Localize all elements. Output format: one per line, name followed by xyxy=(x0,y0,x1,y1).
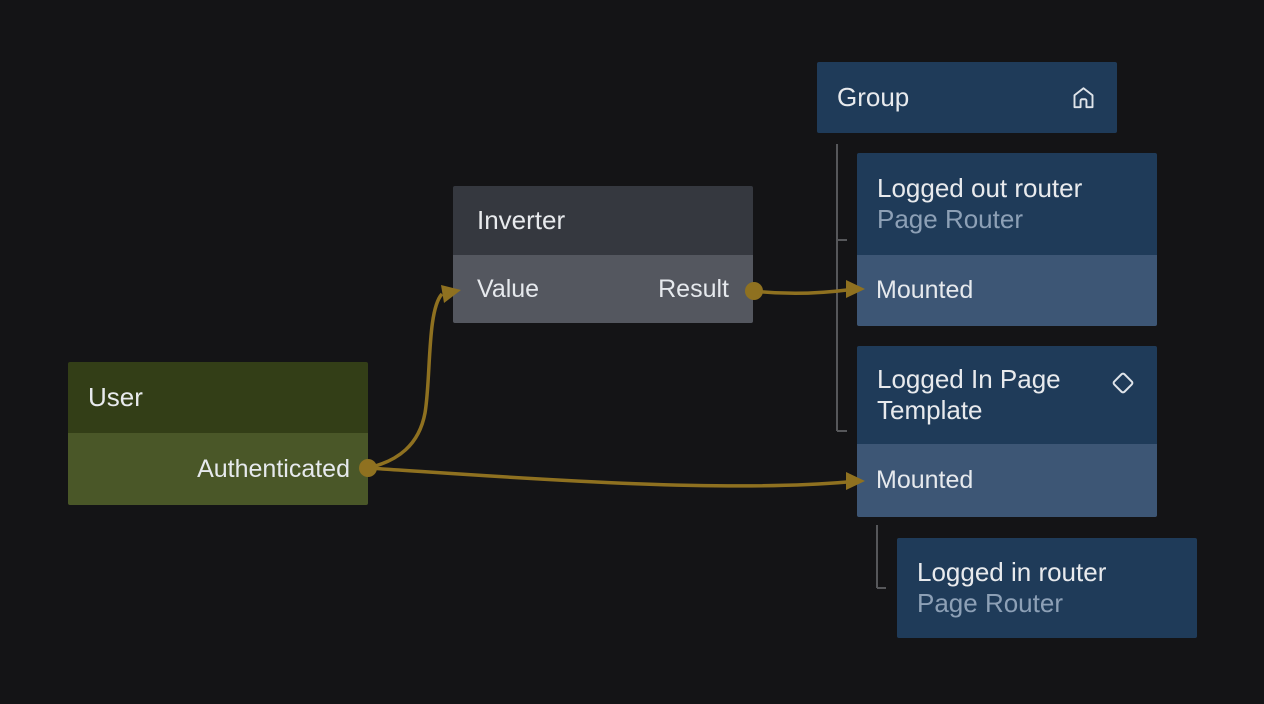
template-child-connector xyxy=(876,525,886,589)
node-logged-out-router[interactable]: Logged out router Page Router Mounted xyxy=(857,153,1157,326)
node-title: User xyxy=(88,382,143,412)
diamond-icon xyxy=(1109,369,1137,397)
node-logged-in-router[interactable]: Logged in router Page Router xyxy=(897,538,1197,638)
node-title: Group xyxy=(837,82,910,112)
port-label: Mounted xyxy=(876,466,974,494)
node-group-header[interactable]: Group xyxy=(817,62,1117,133)
node-group[interactable]: Group xyxy=(817,62,1117,133)
node-user[interactable]: User Authenticated xyxy=(68,362,368,505)
node-title: Logged out router xyxy=(877,173,1083,203)
output-port-result[interactable]: Result xyxy=(658,274,729,303)
output-port-authenticated[interactable]: Authenticated xyxy=(68,433,368,505)
node-inverter[interactable]: Inverter Value Result xyxy=(453,186,753,323)
port-label: Mounted xyxy=(876,276,974,304)
input-port-mounted[interactable]: Mounted xyxy=(857,444,1157,517)
edge-authenticated-to-value[interactable] xyxy=(367,292,444,470)
node-title: Inverter xyxy=(477,205,566,235)
node-title: Logged in router xyxy=(917,557,1107,587)
node-logged-out-router-header[interactable]: Logged out router Page Router xyxy=(857,153,1157,255)
node-logged-in-page-template[interactable]: Logged In Page Template Mounted xyxy=(857,346,1157,517)
node-subtitle: Page Router xyxy=(877,204,1023,234)
port-label: Authenticated xyxy=(197,454,350,483)
node-user-header[interactable]: User xyxy=(68,362,368,433)
inverter-port-row[interactable]: Value Result xyxy=(453,255,753,323)
node-title: Logged In Page Template xyxy=(877,364,1061,425)
node-inverter-header[interactable]: Inverter xyxy=(453,186,753,255)
node-logged-in-router-header[interactable]: Logged in router Page Router xyxy=(897,538,1197,638)
input-port-value[interactable]: Value xyxy=(477,274,540,303)
group-children-connector xyxy=(836,144,847,432)
edge-result-to-router-mounted[interactable] xyxy=(753,288,848,295)
home-icon xyxy=(1070,84,1097,111)
input-port-mounted[interactable]: Mounted xyxy=(857,255,1157,326)
node-template-header[interactable]: Logged In Page Template xyxy=(857,346,1157,444)
node-subtitle: Page Router xyxy=(917,588,1063,618)
edge-authenticated-to-template-mounted[interactable] xyxy=(367,466,848,488)
